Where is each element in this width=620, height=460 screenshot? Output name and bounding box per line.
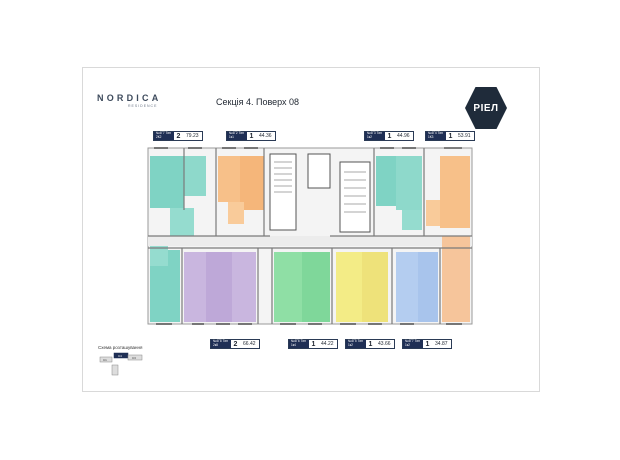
nordica-logo: NORDICA — [97, 93, 162, 103]
apartment-tag[interactable]: №4Г6 Тип 1к4 1 44.22 — [288, 339, 338, 349]
location-scheme-map: С1 С4 С3 — [99, 352, 143, 376]
location-scheme-label: Схема розташування — [98, 345, 143, 350]
apartment-44-96[interactable] — [376, 156, 422, 230]
apartment-area: 66.42 — [243, 341, 256, 347]
apartment-34-87[interactable] — [396, 252, 438, 322]
apartment-tag[interactable]: №4Г7 Тип 2К2 2 79.23 — [153, 131, 203, 141]
apartment-code: №4Г8 Тип 2к8 — [211, 339, 231, 348]
apartment-code: №4Г6 Тип 1к4 — [289, 339, 309, 348]
brand-text: РІЕЛ — [473, 102, 499, 114]
apartment-rooms: 1 — [368, 341, 373, 348]
apartment-code: №4Г7 Тип 1к2 — [403, 339, 423, 348]
apartment-left-bottom[interactable] — [150, 246, 180, 322]
apartment-tag[interactable]: №4Г7 Тип 1к2 1 34.87 — [402, 339, 452, 349]
scheme-section-3: С3 — [132, 356, 136, 360]
apartment-79-23[interactable] — [150, 156, 206, 236]
riel-brand-logo: РІЕЛ — [465, 87, 507, 129]
apartment-rooms: 2 — [233, 341, 238, 348]
nordica-logo-subtitle: RESIDENCE — [128, 104, 158, 108]
apartment-area: 34.87 — [435, 341, 448, 347]
scheme-section-1: С1 — [103, 358, 107, 362]
apartment-43-66[interactable] — [336, 252, 388, 322]
apartment-area: 43.66 — [378, 341, 391, 347]
apartment-area: 44.96 — [397, 133, 410, 139]
apartment-66-42[interactable] — [184, 252, 256, 322]
apartment-rooms: 1 — [425, 341, 430, 348]
apartment-area: 79.23 — [186, 133, 199, 139]
apartment-area: 53.91 — [458, 133, 471, 139]
apartment-area: 44.36 — [259, 133, 272, 139]
apartment-tag[interactable]: №4Г4 Тип 1К3 1 53.91 — [425, 131, 475, 141]
apartment-rooms: 1 — [387, 133, 392, 140]
apartment-code: №4Г2 Тип 1к1 — [227, 131, 247, 140]
apartment-tag[interactable]: №4Г5 Тип 1к2 1 43.66 — [345, 339, 395, 349]
page-title: Секція 4. Поверх 08 — [216, 97, 300, 107]
apartment-rooms: 2 — [176, 133, 181, 140]
apartment-tag[interactable]: №4Г8 Тип 2к8 2 66.42 — [210, 339, 260, 349]
scheme-section-4: С4 — [118, 354, 122, 358]
apartment-44-36[interactable] — [218, 156, 264, 224]
apartment-code: №4Г3 Тип 1к2 — [365, 131, 385, 140]
floor-plan-drawing — [147, 147, 473, 325]
apartment-rooms: 1 — [448, 133, 453, 140]
apartment-tag[interactable]: №4Г2 Тип 1к1 1 44.36 — [226, 131, 276, 141]
apartment-code: №4Г7 Тип 2К2 — [154, 131, 174, 140]
apartment-code: №4Г5 Тип 1к2 — [346, 339, 366, 348]
apartment-rooms: 1 — [249, 133, 254, 140]
apartment-44-22[interactable] — [274, 252, 330, 322]
apartment-53-91[interactable] — [426, 156, 470, 228]
apartment-code: №4Г4 Тип 1К3 — [426, 131, 446, 140]
apartment-tag[interactable]: №4Г3 Тип 1к2 1 44.96 — [364, 131, 414, 141]
apartment-rooms: 1 — [311, 341, 316, 348]
apartment-area: 44.22 — [321, 341, 334, 347]
apartment-right-bottom[interactable] — [442, 236, 470, 322]
